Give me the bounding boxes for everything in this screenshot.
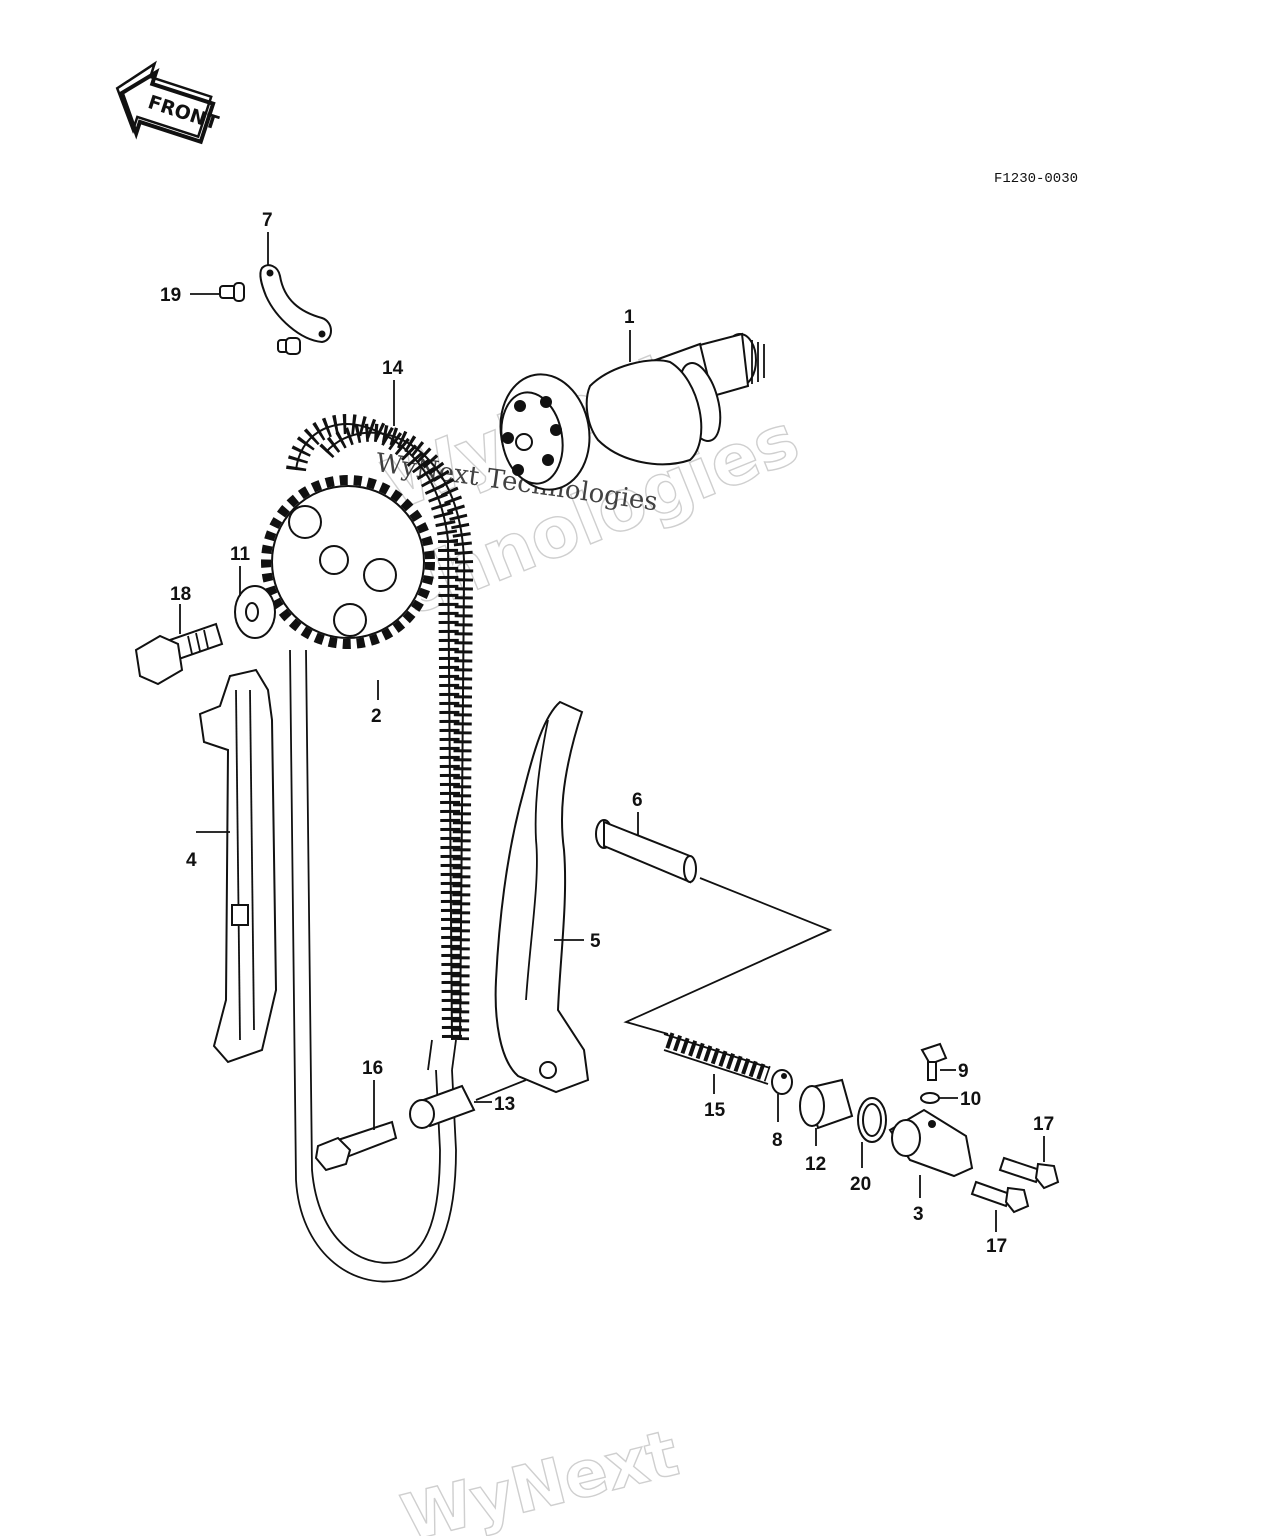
callout-19: 19 bbox=[160, 285, 181, 306]
callout-5: 5 bbox=[590, 931, 601, 952]
callout-11: 11 bbox=[230, 544, 251, 565]
spring-part-15 bbox=[663, 1032, 771, 1085]
callout-15: 15 bbox=[704, 1100, 726, 1121]
camshaft-sprocket-part-2 bbox=[261, 475, 435, 649]
pin-part-6 bbox=[595, 819, 697, 884]
steel-ball-part-8 bbox=[771, 1069, 793, 1095]
screw-part-19 bbox=[219, 282, 245, 302]
camshaft-part-1 bbox=[499, 332, 765, 491]
chain-guide-part-4 bbox=[198, 668, 278, 1064]
callout-17-upper: 17 bbox=[1033, 1114, 1054, 1135]
bolt-part-9 bbox=[920, 1042, 948, 1081]
washer-part-11 bbox=[234, 585, 276, 639]
reference-code: F1230-0030 bbox=[994, 171, 1078, 187]
cam-chain-part-14 bbox=[286, 414, 474, 1283]
washer-part-10 bbox=[920, 1092, 940, 1104]
bolt-part-18 bbox=[134, 622, 224, 686]
o-ring-part-20 bbox=[857, 1097, 887, 1143]
callout-numbers: 1 2 3 4 5 6 7 8 9 10 11 12 13 14 15 16 1… bbox=[160, 210, 1054, 1257]
chain-guide-part-5 bbox=[494, 700, 590, 1094]
callout-13: 13 bbox=[494, 1094, 515, 1115]
collar-part-13 bbox=[409, 1084, 476, 1129]
callout-10: 10 bbox=[960, 1089, 981, 1110]
bolt-part-17-lower bbox=[970, 1180, 1030, 1214]
callout-6: 6 bbox=[632, 790, 643, 811]
callout-16: 16 bbox=[362, 1058, 383, 1079]
callout-3: 3 bbox=[913, 1204, 924, 1225]
screw-small bbox=[277, 337, 301, 355]
callout-4: 4 bbox=[186, 850, 197, 871]
bolt-part-16 bbox=[314, 1120, 398, 1172]
callout-8: 8 bbox=[772, 1130, 783, 1151]
tensioner-body-part-3 bbox=[888, 1108, 974, 1178]
front-direction-arrow: FRONT bbox=[115, 60, 221, 145]
callout-1: 1 bbox=[624, 307, 635, 328]
callout-2: 2 bbox=[371, 706, 382, 727]
callout-12: 12 bbox=[805, 1154, 826, 1175]
callout-9: 9 bbox=[958, 1061, 969, 1082]
watermark-bottom: WyNext bbox=[395, 1417, 686, 1536]
callout-leaders bbox=[179, 232, 1045, 1232]
callout-14: 14 bbox=[382, 358, 404, 379]
assembly-leader bbox=[623, 877, 833, 1035]
callout-7: 7 bbox=[262, 210, 273, 231]
callout-17-lower: 17 bbox=[986, 1236, 1007, 1257]
plate-part-7 bbox=[259, 264, 332, 344]
bolt-part-17-upper bbox=[998, 1156, 1060, 1190]
push-rod-part-12 bbox=[799, 1078, 854, 1130]
callout-18: 18 bbox=[170, 584, 191, 605]
callout-20: 20 bbox=[850, 1174, 871, 1195]
